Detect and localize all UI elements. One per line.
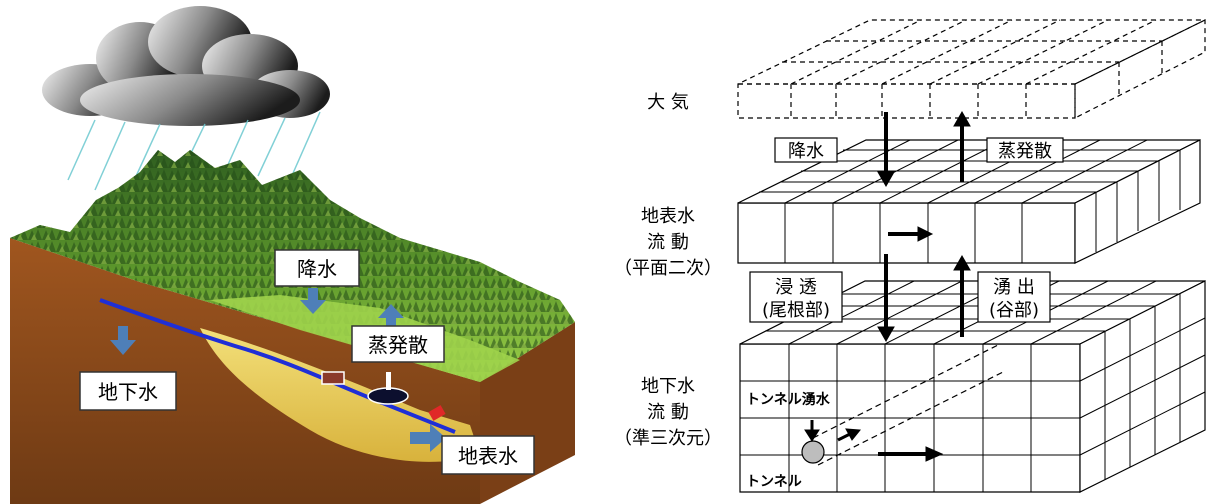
infiltration-flux-box	[749, 271, 843, 323]
evapotranspiration-arrow-icon	[378, 304, 404, 330]
ground-layer-label-line3: （準三次元）	[614, 428, 722, 449]
ground-layer-label-line2: 流 動	[647, 402, 689, 423]
surface-layer-label-line2: 流 動	[647, 232, 689, 253]
infiltration-down-arrow-icon	[877, 326, 895, 343]
pump-icon	[386, 372, 391, 390]
surface-water-label-box	[441, 435, 535, 475]
upwelling-flux-label-line2: (谷部)	[989, 300, 1039, 321]
ground-layer-label-line1: 地下水	[641, 376, 695, 397]
evapotranspiration-label-box	[351, 325, 445, 363]
groundwater-label-box	[79, 371, 177, 411]
tunnel-flow-arrow-icon	[845, 428, 861, 441]
surface-water-grid-lines	[759, 139, 1181, 263]
precipitation-label-box	[274, 249, 360, 287]
tunnel-label: トンネル	[746, 474, 802, 490]
precipitation-arrow-icon	[300, 288, 326, 314]
surface-layer-label-line1: 地表水	[641, 206, 695, 227]
groundwater-label: 地下水	[98, 380, 158, 404]
atmosphere-grid-block	[737, 19, 1206, 119]
groundwater-arrow-icon	[110, 326, 136, 355]
precipitation-flux-label: 降水	[788, 141, 824, 162]
aquifer-layer	[200, 328, 480, 462]
right-panel-model-schematic: 大 気 地表水 流 動 （平面二次） 地下水 流 動 （準三次元） 降水 蒸発散…	[614, 19, 1206, 493]
flux-arrows	[804, 110, 971, 462]
precipitation-down-arrow-icon	[877, 171, 895, 188]
rain-cloud	[42, 6, 330, 126]
evapotranspiration-flux-box	[986, 137, 1064, 163]
tunnel-inflow-label: トンネル湧水	[746, 391, 831, 408]
river	[99, 298, 456, 434]
infiltration-flux-label-line1: 浸 透	[775, 277, 817, 298]
evapotranspiration-flux-label: 蒸発散	[998, 141, 1052, 162]
tunnel-inflow-arrow-icon	[804, 429, 820, 442]
upwelling-flux-box	[977, 271, 1051, 323]
pond	[367, 387, 409, 405]
groundwater-flow-arrow-icon	[925, 446, 944, 462]
house-icon	[321, 371, 345, 385]
tunnel-cross-section	[801, 440, 825, 464]
surface-layer-label-line3: （平面二次）	[614, 258, 722, 279]
surface-water-arrow-icon	[410, 424, 446, 452]
outlet-marker	[428, 405, 446, 421]
evapotranspiration-label: 蒸発散	[368, 333, 428, 357]
evapotranspiration-up-arrow-icon	[953, 110, 971, 127]
left-panel-landscape: 降水 蒸発散 地下水 地表水	[10, 6, 575, 504]
infiltration-flux-label-line2: (尾根部)	[762, 300, 830, 321]
upwelling-flux-label-line1: 湧 出	[993, 277, 1035, 298]
surface-water-label: 地表水	[458, 444, 518, 468]
precipitation-label: 降水	[297, 257, 337, 281]
surface-flow-arrow-icon	[917, 226, 934, 242]
atmosphere-label: 大 気	[647, 92, 689, 113]
precipitation-flux-box	[774, 137, 838, 163]
tunnel	[801, 343, 1006, 466]
upwelling-up-arrow-icon	[953, 254, 971, 271]
